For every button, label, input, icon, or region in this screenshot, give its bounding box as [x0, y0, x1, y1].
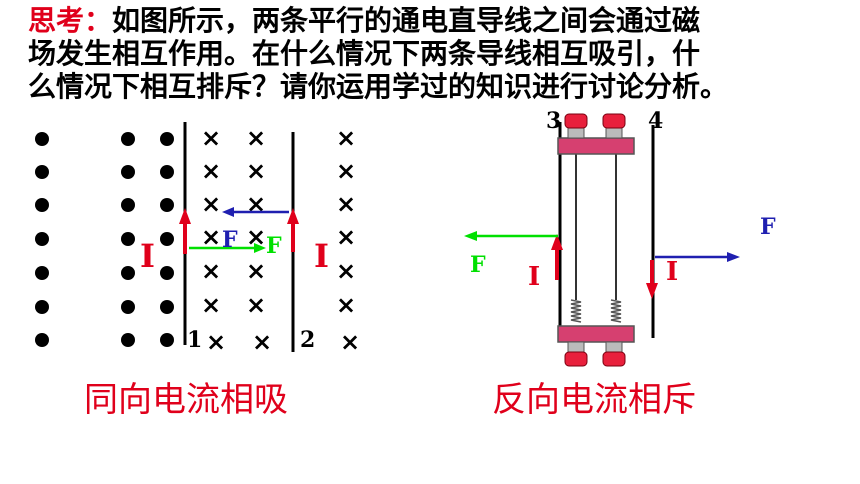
question-line-1: 如图所示，两条平行的通电直导线之间会通过磁 — [112, 4, 701, 37]
question-lead: 思考： — [28, 4, 113, 37]
left-labels: I I F F 1 2 — [140, 227, 329, 353]
field-cross: × — [336, 190, 356, 218]
force-arrow-on-wire-2 — [222, 207, 289, 217]
field-cross: × — [201, 257, 221, 285]
field-dot — [160, 198, 174, 212]
field-cross: × — [246, 124, 266, 152]
force-label-wire-1: F — [266, 233, 282, 259]
left-field-symbols: × × × × × × × × × × × × × × × × × × × × … — [35, 124, 360, 356]
field-cross: × — [252, 328, 272, 356]
wire-1-number: 1 — [187, 327, 202, 353]
field-cross: × — [201, 190, 221, 218]
field-dot — [160, 165, 174, 179]
field-cross: × — [340, 328, 360, 356]
current-arrow-wire-3 — [551, 234, 563, 280]
field-cross: × — [201, 157, 221, 185]
field-cross: × — [246, 190, 266, 218]
field-dot — [160, 232, 174, 246]
question-text: 思考：如图所示，两条平行的通电直导线之间会通过磁场发生相互作用。在什么情况下两条… — [28, 4, 858, 103]
field-dot — [121, 333, 135, 347]
bottom-frame-bar — [557, 325, 635, 343]
field-dot — [121, 300, 135, 314]
terminal-knob — [564, 113, 588, 139]
force-arrow-on-wire-1 — [189, 243, 266, 253]
force-label-left: F — [470, 252, 486, 278]
terminal-knob — [602, 341, 626, 367]
wire-2-number: 2 — [300, 327, 315, 353]
field-dot — [160, 266, 174, 280]
field-cross: × — [336, 223, 356, 251]
field-dot — [121, 266, 135, 280]
terminal-knob — [602, 113, 626, 139]
force-arrow-left — [464, 231, 558, 241]
right-labels: 3 4 I I F F — [470, 108, 776, 292]
wire-4-number: 4 — [648, 108, 663, 134]
field-dot — [35, 333, 49, 347]
field-cross: × — [201, 124, 221, 152]
field-dot — [121, 165, 135, 179]
current-arrow-wire-4 — [646, 260, 658, 299]
current-arrow-wire-2 — [287, 208, 299, 252]
right-apparatus — [464, 113, 740, 367]
question-line-3: 么情况下相互排斥？请你运用学过的知识进行讨论分析。 — [28, 70, 729, 103]
field-dot — [35, 300, 49, 314]
field-dot — [121, 232, 135, 246]
force-label-wire-2: F — [222, 227, 238, 253]
field-dot — [121, 132, 135, 146]
wire-3-number: 3 — [546, 108, 561, 134]
force-arrow-right — [655, 252, 740, 262]
terminal-knob — [564, 341, 588, 367]
question-line-2: 场发生相互作用。在什么情况下两条导线相互吸引，什 — [28, 37, 701, 70]
field-cross: × — [246, 157, 266, 185]
field-cross: × — [206, 328, 226, 356]
field-cross: × — [246, 291, 266, 319]
current-label-wire-3: I — [528, 262, 540, 292]
field-dot — [35, 266, 49, 280]
current-label-left: I — [140, 237, 155, 275]
field-cross: × — [336, 257, 356, 285]
field-dot — [35, 232, 49, 246]
field-cross: × — [336, 291, 356, 319]
spring-right — [610, 299, 622, 323]
current-arrow-wire-1 — [179, 208, 191, 254]
field-dot — [160, 132, 174, 146]
field-cross: × — [201, 291, 221, 319]
field-cross: × — [246, 257, 266, 285]
field-cross: × — [336, 157, 356, 185]
field-dot — [121, 198, 135, 212]
field-dot — [35, 165, 49, 179]
current-label-wire-4: I — [666, 257, 678, 287]
caption-repel: 反向电流相斥 — [492, 380, 696, 420]
field-dot — [160, 300, 174, 314]
spring-left — [570, 299, 582, 323]
field-dot — [160, 333, 174, 347]
field-cross: × — [246, 223, 266, 251]
top-frame-bar — [557, 137, 635, 155]
current-label-right: I — [314, 237, 329, 275]
force-label-right: F — [760, 214, 776, 240]
field-dot — [35, 132, 49, 146]
field-cross: × — [201, 223, 221, 251]
field-cross: × — [336, 124, 356, 152]
caption-attract: 同向电流相吸 — [84, 380, 288, 420]
magnetic-field-dots-out — [35, 132, 174, 347]
field-dot — [35, 198, 49, 212]
